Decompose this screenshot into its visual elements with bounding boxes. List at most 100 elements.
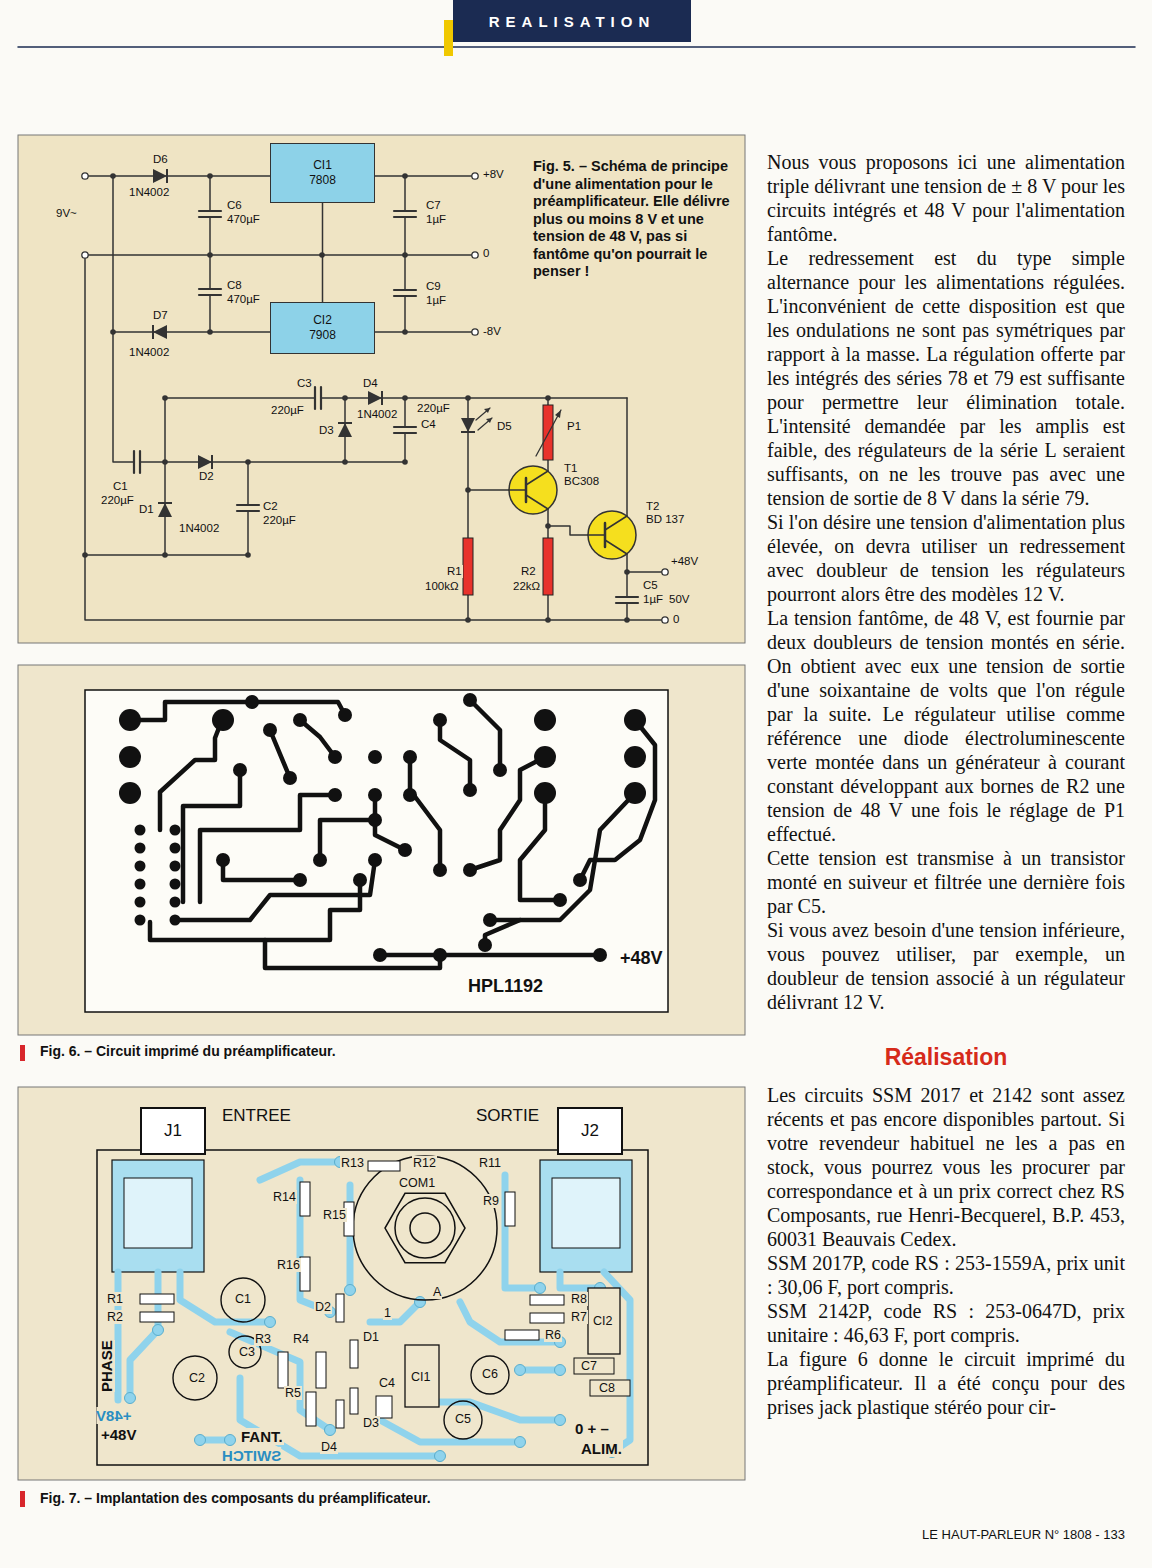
diode-symbol	[338, 423, 352, 437]
component-label: R2	[106, 1310, 124, 1324]
junction-dot	[402, 329, 408, 335]
box-text: J2	[581, 1121, 599, 1141]
wire	[467, 595, 469, 620]
wire	[375, 331, 475, 333]
component-label: 470µF	[226, 213, 261, 226]
diode-bar	[381, 391, 383, 405]
electrolytic-capacitor	[444, 1401, 482, 1439]
component-label: BC308	[563, 475, 600, 488]
potentiometer-arrow	[536, 410, 561, 456]
jack-socket	[112, 1160, 204, 1272]
pcb-artwork	[119, 693, 655, 968]
pcb-trace	[270, 730, 290, 778]
wire	[405, 397, 627, 399]
pcb-pad	[624, 709, 646, 731]
capacitor-plate	[139, 451, 141, 473]
board-marking: ALIM.	[580, 1440, 623, 1457]
transistor-base	[604, 523, 607, 547]
figure-panel	[18, 665, 745, 1035]
board-outline	[97, 1150, 648, 1465]
pcb-pad	[170, 825, 181, 836]
pcb-board	[85, 690, 668, 1012]
pcb-pad	[624, 782, 646, 804]
component-label: T1	[563, 462, 578, 475]
junction-dot	[402, 459, 408, 465]
pcb-pad	[170, 897, 181, 908]
diode-symbol	[153, 169, 167, 183]
diode-bar	[211, 455, 213, 469]
capacitor-plate	[237, 510, 259, 512]
component-label: C8	[598, 1381, 616, 1395]
led-arrow	[476, 408, 490, 420]
component-label: D1	[138, 503, 155, 516]
pcb-pad	[119, 709, 141, 731]
capacitor-gap	[616, 597, 638, 603]
text-column: Nous vous proposons ici une alimentation…	[767, 150, 1125, 1419]
capacitor-gap	[394, 290, 416, 296]
component-label: C1	[234, 1292, 252, 1306]
wire	[627, 554, 665, 572]
component-label: R14	[272, 1190, 297, 1204]
capacitor-plate	[394, 216, 416, 218]
resistor-symbol	[543, 538, 553, 595]
pcb-trace	[300, 720, 335, 757]
caption-marker	[20, 1491, 25, 1507]
component-label: 1N4002	[128, 346, 170, 359]
resistor-body	[278, 1352, 288, 1388]
component-label: CI1	[410, 1370, 431, 1384]
component-label: R11	[478, 1156, 502, 1170]
component-label: C2	[188, 1371, 206, 1385]
pcb-pad	[403, 750, 417, 764]
copper-pad	[515, 1365, 526, 1376]
pcb-trace	[320, 820, 375, 860]
jack-socket	[552, 1178, 620, 1248]
pcb-pad	[135, 897, 146, 908]
pcb-trace	[252, 702, 345, 715]
pcb-pad	[573, 873, 587, 887]
capacitor-plate	[394, 426, 416, 428]
component-label: 1µF	[425, 294, 447, 307]
component-label: C7	[580, 1359, 598, 1373]
junction-dot	[465, 487, 471, 493]
mirrored-copper-text: +48V	[96, 1407, 131, 1424]
pcb-pad	[433, 713, 447, 727]
wire	[375, 175, 475, 177]
copper-trace	[180, 1272, 270, 1322]
pcb-pad	[403, 788, 417, 802]
copper-pad	[225, 1435, 236, 1446]
pcb-trace	[470, 757, 545, 870]
pcb-pad	[534, 746, 556, 768]
body-paragraph: Si vous avez besoin d'une tension inféri…	[767, 918, 1125, 1014]
pcb-pad	[170, 861, 181, 872]
ic-box: CI27908	[270, 302, 375, 354]
junction-dot	[110, 329, 116, 335]
resistor-body	[505, 1330, 539, 1340]
body-paragraph: La tension fantôme, de 48 V, est fournie…	[767, 606, 1125, 846]
pcb-pad	[593, 948, 607, 962]
terminal	[82, 173, 88, 179]
diode-bar	[338, 422, 352, 424]
diode-symbol	[158, 503, 172, 517]
junction-dot	[110, 173, 116, 179]
capacitor-plate	[199, 288, 221, 290]
component-label: D7	[152, 309, 169, 322]
jack-socket	[124, 1178, 192, 1248]
copper-trace	[505, 1175, 540, 1288]
capacitor-gap	[237, 505, 259, 511]
header-rule	[18, 46, 1135, 48]
header-accent	[444, 20, 453, 56]
component-label: C5	[454, 1412, 472, 1426]
junction-dot	[245, 552, 251, 558]
copper-pad	[415, 1297, 426, 1308]
body-paragraph: Cette tension est transmise à un transis…	[767, 846, 1125, 918]
board-marking: PHASE	[98, 1340, 115, 1392]
pcb-trace	[440, 720, 470, 790]
wire	[547, 460, 549, 471]
box-text: J1	[164, 1121, 182, 1141]
capacitor-gap	[315, 387, 321, 409]
component-label: 1N4002	[128, 186, 170, 199]
junction-dot	[82, 252, 88, 258]
pcb-pad	[398, 843, 412, 857]
box-text: 7908	[309, 328, 336, 343]
pcb-pad	[119, 746, 141, 768]
